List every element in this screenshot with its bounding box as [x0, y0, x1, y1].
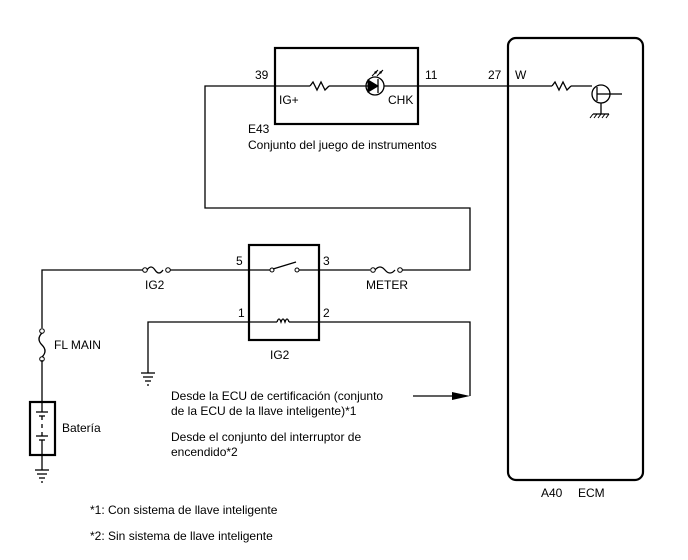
relay-switch-contact — [272, 261, 297, 270]
wire-color-w: W — [515, 68, 527, 82]
wire-left-bus — [41, 269, 143, 328]
fl-main-fuse-icon — [38, 328, 46, 362]
relay-coil-icon — [276, 318, 290, 325]
wire-relay-2 — [319, 321, 471, 396]
e43-code: E43 — [248, 122, 270, 136]
pin-27: 27 — [488, 68, 502, 82]
pin-2: 2 — [323, 306, 330, 320]
relay-ground-icon — [141, 372, 155, 386]
ig2-fuse-icon — [142, 266, 171, 274]
pin-3: 3 — [323, 254, 330, 268]
ecm-box — [506, 36, 645, 482]
ecm-resistor — [551, 80, 572, 92]
fuse-meter-label: METER — [366, 278, 408, 292]
footnote-2: *2: Sin sistema de llave inteligente — [90, 529, 273, 543]
ecm-code: A40 — [541, 486, 563, 500]
source-line-3: Desde el conjunto del interruptor de — [171, 430, 361, 444]
battery-icon — [28, 400, 57, 457]
ig2-relay-box — [247, 243, 321, 342]
meter-fuse-icon — [370, 266, 403, 274]
terminal-chk: CHK — [388, 93, 413, 107]
ecm-name: ECM — [578, 486, 605, 500]
pin-1: 1 — [238, 306, 245, 320]
battery-ground-icon — [35, 469, 49, 483]
source-line-1: Desde la ECU de certificación (conjunto — [171, 389, 383, 403]
fuse-fl-main-label: FL MAIN — [54, 338, 101, 352]
source-arrow-icon — [452, 392, 470, 400]
source-line-4: encendido*2 — [171, 445, 238, 459]
relay-name: IG2 — [270, 348, 290, 362]
wire-relay-1 — [147, 321, 249, 373]
e43-name: Conjunto del juego de instrumentos — [248, 138, 437, 152]
battery-label: Batería — [62, 421, 101, 435]
meter-resistor — [309, 80, 330, 92]
fuse-ig2-label: IG2 — [145, 278, 165, 292]
pin-5: 5 — [236, 254, 243, 268]
wire-ig-plus — [204, 85, 471, 271]
ecm-ground-icon — [589, 113, 610, 119]
pin-39: 39 — [255, 68, 269, 82]
source-line-2: de la ECU de la llave inteligente)*1 — [171, 404, 357, 418]
check-engine-led-icon — [367, 79, 379, 93]
pin-11: 11 — [425, 68, 438, 82]
footnote-1: *1: Con sistema de llave inteligente — [90, 503, 278, 517]
terminal-ig-plus: IG+ — [279, 93, 299, 107]
